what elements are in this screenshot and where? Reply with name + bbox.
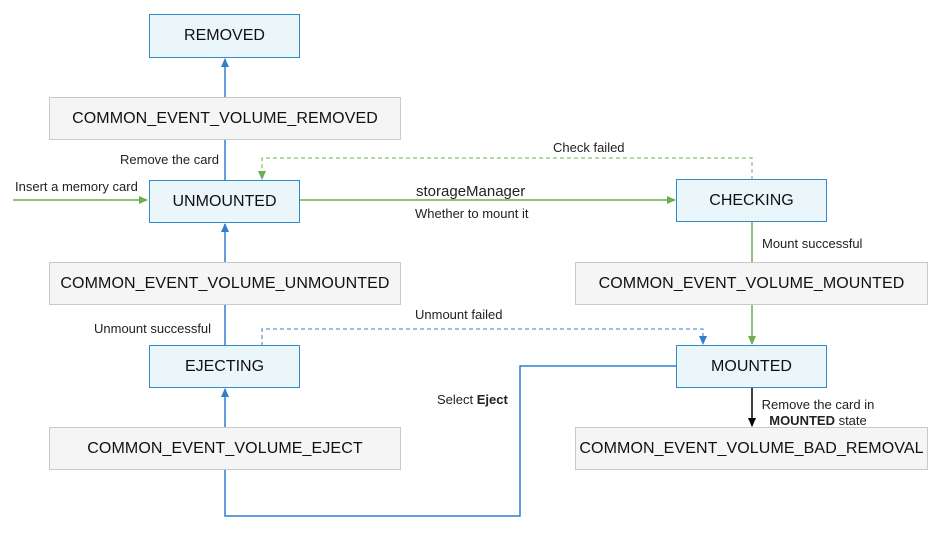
event-volume-mounted-label: COMMON_EVENT_VOLUME_MOUNTED (598, 274, 905, 292)
label-check-failed: Check failed (553, 140, 625, 155)
event-volume-removed: COMMON_EVENT_VOLUME_REMOVED (49, 97, 401, 140)
event-volume-bad-removal-label: COMMON_EVENT_VOLUME_BAD_REMOVAL (579, 439, 924, 457)
state-ejecting-label: EJECTING (184, 357, 265, 375)
state-ejecting: EJECTING (149, 345, 300, 388)
event-volume-mounted: COMMON_EVENT_VOLUME_MOUNTED (575, 262, 928, 305)
state-unmounted-label: UNMOUNTED (172, 192, 277, 210)
label-insert-card: Insert a memory card (15, 179, 138, 194)
label-unmount-successful: Unmount successful (94, 321, 212, 336)
arrow-unmount-failed (261, 328, 707, 346)
arrow-mounted-to-ejecting (221, 365, 676, 517)
event-volume-unmounted: COMMON_EVENT_VOLUME_UNMOUNTED (49, 262, 401, 305)
state-removed: REMOVED (149, 14, 300, 58)
event-volume-eject-label: COMMON_EVENT_VOLUME_EJECT (87, 439, 363, 457)
state-checking-label: CHECKING (709, 191, 794, 209)
state-mounted: MOUNTED (676, 345, 827, 388)
label-select-bold: Eject (476, 392, 508, 407)
state-checking: CHECKING (676, 179, 827, 222)
label-select-prefix: Select (437, 392, 477, 407)
label-storage-manager: storageManager (416, 183, 526, 200)
arrow-check-failed (258, 157, 753, 180)
label-mount-successful: Mount successful (762, 236, 863, 251)
label-remove-in-suffix: state (834, 413, 867, 428)
label-select-eject: Select Eject (437, 392, 508, 407)
state-removed-label: REMOVED (184, 27, 265, 44)
label-remove-in-line1: Remove the card in (761, 397, 875, 412)
event-volume-removed-label: COMMON_EVENT_VOLUME_REMOVED (72, 109, 378, 127)
label-unmount-failed: Unmount failed (415, 307, 503, 322)
label-remove-in-mounted: Remove the card in MOUNTED state (759, 397, 877, 429)
state-mounted-label: MOUNTED (711, 357, 792, 375)
label-whether-mount: Whether to mount it (415, 206, 529, 221)
event-volume-eject: COMMON_EVENT_VOLUME_EJECT (49, 427, 401, 470)
label-remove-card: Remove the card (120, 152, 219, 167)
label-remove-in-bold: MOUNTED (769, 413, 835, 428)
event-volume-bad-removal: COMMON_EVENT_VOLUME_BAD_REMOVAL (575, 427, 928, 470)
state-unmounted: UNMOUNTED (149, 180, 300, 223)
label-remove-in-line2: MOUNTED state (759, 413, 877, 429)
event-volume-unmounted-label: COMMON_EVENT_VOLUME_UNMOUNTED (60, 274, 390, 292)
